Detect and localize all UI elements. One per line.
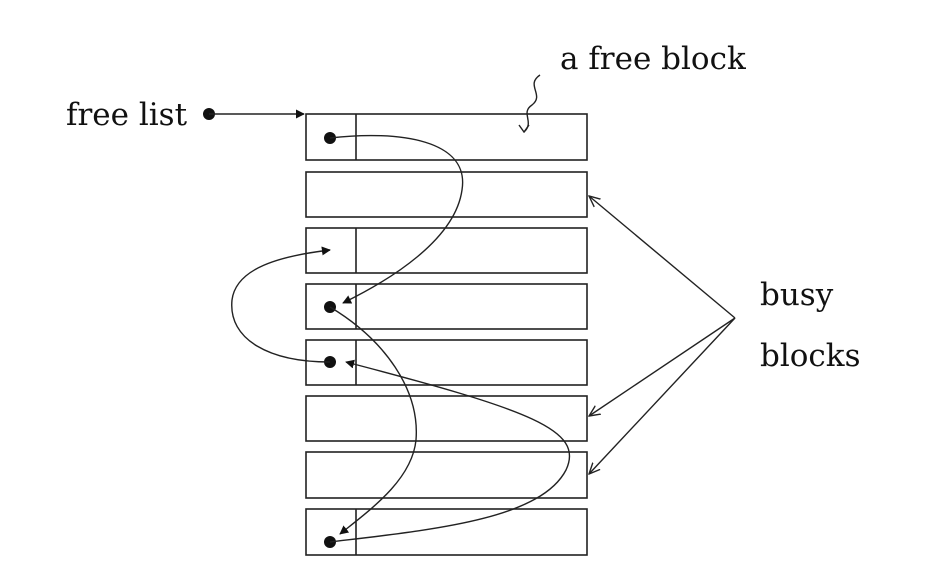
free-list-label: free list (66, 97, 188, 133)
memory-blocks (305, 113, 588, 556)
busy-pointer-arrow (589, 317, 736, 474)
free-block-pointer (524, 74, 541, 132)
memory-block (305, 171, 588, 218)
free-block-label: a free block (560, 41, 746, 77)
busy-pointer-arrow (589, 317, 736, 416)
memory-block (305, 227, 588, 274)
memory-block (305, 395, 588, 442)
memory-block (305, 508, 588, 556)
busy-blocks-label-line1: busy (760, 277, 834, 313)
free-link-arrow (329, 359, 571, 543)
busy-pointer-arrow (589, 196, 736, 319)
busy-blocks-label-line2: blocks (760, 338, 860, 374)
memory-block (305, 283, 588, 330)
free-link-arrow (231, 246, 331, 363)
free-link-arrow (329, 306, 417, 535)
free-link-arrow (329, 134, 464, 304)
memory-block (305, 451, 588, 499)
